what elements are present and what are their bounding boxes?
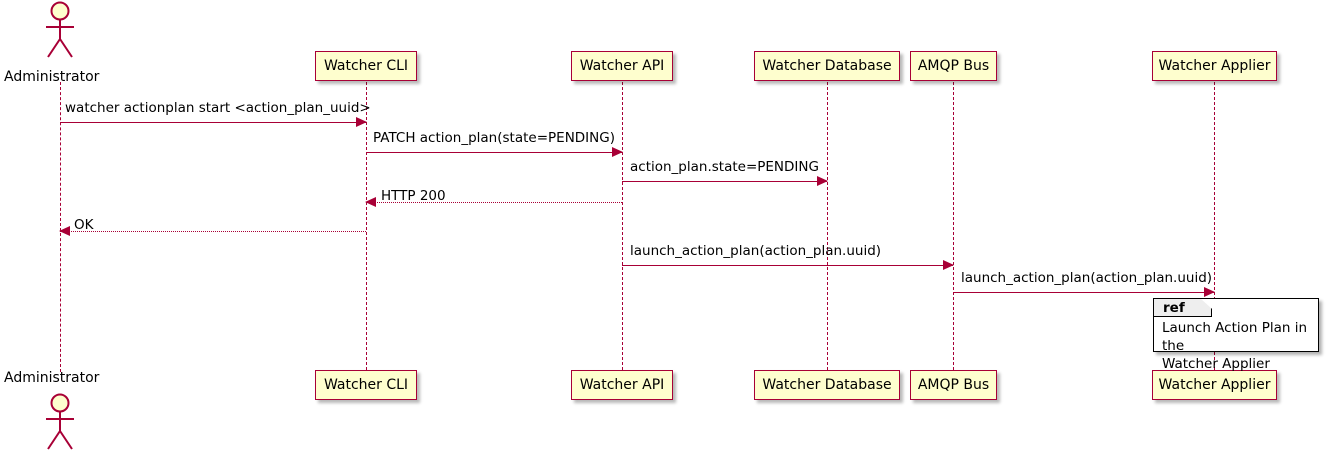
- message-label-1: watcher actionplan start <action_plan_uu…: [65, 100, 371, 116]
- message-label-6: launch_action_plan(action_plan.uuid): [630, 243, 882, 259]
- arrowhead-right-3: [817, 176, 828, 186]
- ref-fragment-tab: ref: [1154, 299, 1212, 317]
- ref-fragment-body: Launch Action Plan in the Watcher Applie…: [1162, 320, 1308, 372]
- actor-administrator-figure-top: [36, 0, 84, 62]
- participant-label-watcher-api-top: Watcher API: [579, 58, 665, 74]
- message-line-3: [622, 181, 827, 182]
- lifeline-amqp-bus: [953, 82, 954, 370]
- participant-watcher-cli-bottom[interactable]: Watcher CLI: [315, 370, 417, 400]
- actor-stick-figure-icon: [46, 393, 74, 450]
- actor-label-administrator-bottom: Administrator: [4, 370, 100, 386]
- participant-label-watcher-database-bottom: Watcher Database: [762, 377, 892, 393]
- arrowhead-right-1: [356, 117, 367, 127]
- participant-watcher-database-bottom[interactable]: Watcher Database: [754, 370, 900, 400]
- arrowhead-left-5: [59, 226, 70, 236]
- ref-fragment-tab-label: ref: [1163, 299, 1185, 316]
- lifeline-watcher-cli: [366, 82, 367, 370]
- actor-administrator-figure-bottom: [36, 392, 84, 454]
- message-line-4: [366, 202, 622, 203]
- arrowhead-left-4: [365, 197, 376, 207]
- participant-amqp-bus-top[interactable]: AMQP Bus: [910, 51, 997, 81]
- lifeline-watcher-api: [622, 82, 623, 370]
- message-label-7: launch_action_plan(action_plan.uuid): [961, 270, 1213, 286]
- participant-amqp-bus-bottom[interactable]: AMQP Bus: [910, 370, 997, 400]
- message-line-6: [622, 265, 953, 266]
- actor-stick-figure-icon: [46, 1, 74, 58]
- lifeline-watcher-database: [827, 82, 828, 370]
- participant-label-watcher-applier-bottom: Watcher Applier: [1158, 377, 1271, 393]
- message-line-5: [60, 231, 366, 232]
- participant-label-watcher-cli-top: Watcher CLI: [323, 58, 409, 74]
- participant-watcher-cli-top[interactable]: Watcher CLI: [315, 51, 417, 81]
- message-label-4: HTTP 200: [381, 188, 446, 204]
- participant-watcher-applier-top[interactable]: Watcher Applier: [1152, 51, 1277, 81]
- message-line-2: [366, 152, 622, 153]
- participant-watcher-api-top[interactable]: Watcher API: [571, 51, 673, 81]
- message-line-7: [953, 292, 1214, 293]
- participant-watcher-api-bottom[interactable]: Watcher API: [571, 370, 673, 400]
- actor-label-administrator-top: Administrator: [4, 69, 100, 85]
- message-label-2: PATCH action_plan(state=PENDING): [373, 130, 615, 146]
- participant-watcher-database-top[interactable]: Watcher Database: [754, 51, 900, 81]
- participant-label-watcher-database-top: Watcher Database: [762, 58, 892, 74]
- participant-watcher-applier-bottom[interactable]: Watcher Applier: [1152, 370, 1277, 400]
- arrowhead-right-7: [1204, 287, 1215, 297]
- message-line-1: [60, 122, 366, 123]
- participant-label-watcher-applier-top: Watcher Applier: [1158, 58, 1271, 74]
- lifeline-watcher-applier: [1214, 82, 1215, 370]
- participant-label-watcher-api-bottom: Watcher API: [579, 377, 665, 393]
- ref-fragment-launch-action-plan[interactable]: ref Launch Action Plan in the Watcher Ap…: [1153, 298, 1319, 372]
- message-label-5: OK: [74, 217, 94, 233]
- participant-label-watcher-cli-bottom: Watcher CLI: [323, 377, 409, 393]
- message-label-3: action_plan.state=PENDING: [630, 159, 819, 175]
- participant-label-amqp-bus-bottom: AMQP Bus: [917, 377, 990, 393]
- participant-label-amqp-bus-top: AMQP Bus: [917, 58, 990, 74]
- arrowhead-right-6: [943, 260, 954, 270]
- arrowhead-right-2: [612, 147, 623, 157]
